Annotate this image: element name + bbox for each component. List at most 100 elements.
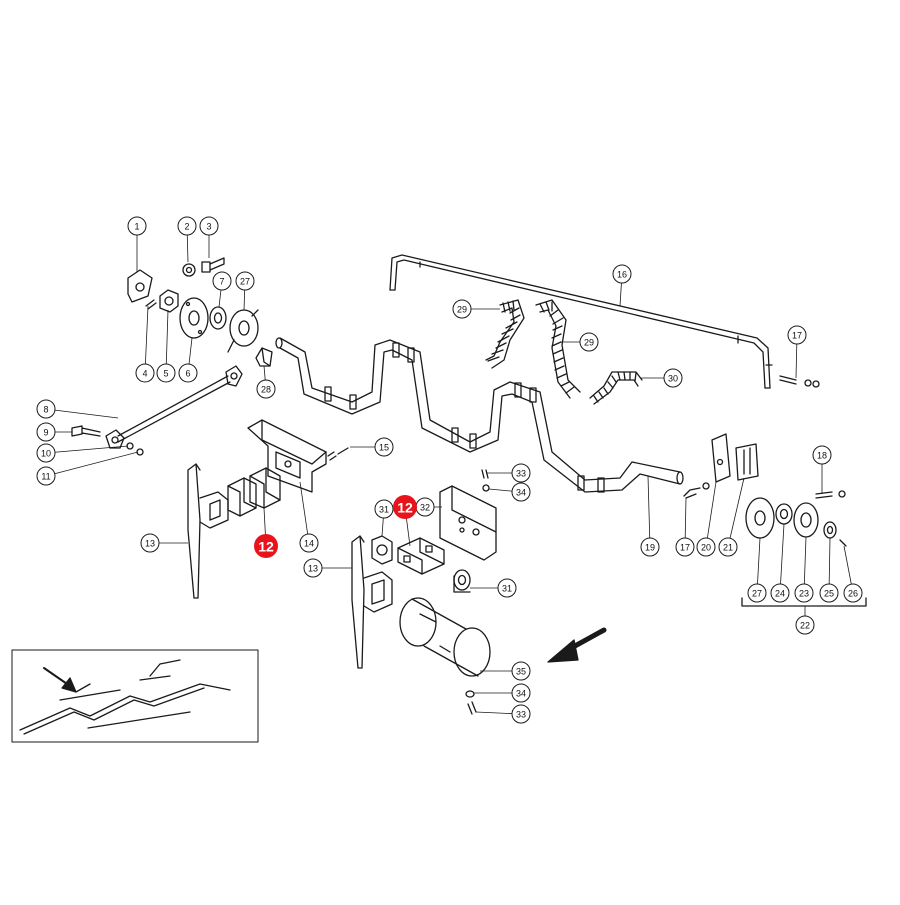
callout-label: 25 bbox=[824, 589, 834, 599]
guide-block-12-left bbox=[227, 467, 281, 517]
callout-label: 32 bbox=[420, 503, 430, 513]
part-callout-27: 27 bbox=[747, 583, 767, 603]
part-callout-31: 31 bbox=[497, 578, 517, 598]
callout-label: 31 bbox=[379, 505, 389, 515]
screw-part-4 bbox=[145, 299, 157, 310]
callout-circle bbox=[612, 264, 632, 284]
highlighted-callout-12: 12 bbox=[254, 534, 278, 558]
callout-label: 33 bbox=[516, 469, 526, 479]
part-callout-11: 11 bbox=[36, 466, 56, 486]
nut-part-5 bbox=[159, 289, 179, 313]
callout-label: 9 bbox=[43, 428, 48, 438]
callout-circle bbox=[511, 482, 531, 502]
callout-label: 11 bbox=[41, 472, 50, 482]
part-callout-17: 17 bbox=[675, 537, 695, 557]
leader-line bbox=[705, 481, 717, 548]
callout-label: 31 bbox=[502, 584, 512, 594]
callout-circle bbox=[511, 661, 531, 681]
callout-label: 20 bbox=[701, 543, 711, 553]
clip-part-1 bbox=[127, 269, 153, 303]
flange-bearing-23 bbox=[793, 502, 819, 538]
callout-circle bbox=[675, 537, 695, 557]
callout-label: 18 bbox=[817, 451, 827, 461]
callout-label: 16 bbox=[617, 270, 627, 280]
callout-circle bbox=[497, 578, 517, 598]
callout-label: 29 bbox=[584, 338, 594, 348]
part-callout-2: 2 bbox=[177, 216, 197, 236]
callout-label: 14 bbox=[304, 539, 314, 549]
callout-circle bbox=[140, 533, 160, 553]
leader-line bbox=[144, 305, 149, 374]
callout-circle bbox=[374, 499, 394, 519]
leader-line bbox=[165, 309, 169, 374]
part-callout-25: 25 bbox=[819, 583, 839, 603]
callout-circle bbox=[795, 615, 815, 635]
part-callout-30: 30 bbox=[663, 368, 683, 388]
callout-circle bbox=[640, 537, 660, 557]
highlight-circle bbox=[393, 495, 417, 519]
part-callout-13: 13 bbox=[303, 558, 323, 578]
bearing-part-24 bbox=[775, 503, 793, 525]
part-callout-27: 27 bbox=[235, 271, 255, 291]
callout-circle bbox=[770, 583, 790, 603]
washer-part-34-lower bbox=[465, 690, 475, 698]
screw-part-33-upper bbox=[481, 469, 489, 479]
part-callout-31: 31 bbox=[374, 499, 394, 519]
part-callout-22: 22 bbox=[795, 615, 815, 635]
callout-circle bbox=[299, 533, 319, 553]
callout-circle bbox=[843, 583, 863, 603]
callout-label: 2 bbox=[184, 222, 189, 232]
bolt-part-17-right-top bbox=[779, 375, 820, 388]
callout-label: 28 bbox=[261, 385, 271, 395]
callout-circle bbox=[256, 379, 276, 399]
part-callout-7: 7 bbox=[212, 271, 232, 291]
callout-label: 17 bbox=[680, 543, 690, 553]
part-callout-17: 17 bbox=[787, 325, 807, 345]
main-tube-19 bbox=[275, 337, 684, 493]
leader-line bbox=[45, 451, 139, 477]
part-callout-10: 10 bbox=[36, 443, 56, 463]
part-callout-28: 28 bbox=[256, 379, 276, 399]
callout-circle bbox=[663, 368, 683, 388]
part-callout-32: 32 bbox=[415, 497, 435, 517]
callout-circle bbox=[747, 583, 767, 603]
drum-part-35 bbox=[399, 597, 491, 677]
callout-circle bbox=[696, 537, 716, 557]
part-callout-20: 20 bbox=[696, 537, 716, 557]
direction-arrow-icon bbox=[547, 627, 607, 663]
part-callout-33: 33 bbox=[511, 704, 531, 724]
leader-line bbox=[727, 477, 745, 548]
leader-line bbox=[779, 523, 785, 594]
bracket-plate-14 bbox=[247, 419, 327, 493]
screw-part-26 bbox=[839, 539, 847, 547]
callout-circle bbox=[212, 271, 232, 291]
callout-circle bbox=[235, 271, 255, 291]
callout-circle bbox=[452, 299, 472, 319]
screw-part-15 bbox=[327, 447, 349, 461]
callout-circle bbox=[36, 422, 56, 442]
callout-label: 8 bbox=[43, 405, 48, 415]
callout-label: 33 bbox=[516, 710, 526, 720]
bolt-part-18 bbox=[815, 490, 846, 499]
callout-label: 34 bbox=[516, 689, 526, 699]
washer-part-2 bbox=[182, 263, 196, 277]
part-callout-3: 3 bbox=[199, 216, 219, 236]
flange-part-27-right bbox=[745, 497, 775, 539]
callout-circle bbox=[579, 332, 599, 352]
ring-part-31-right bbox=[453, 569, 471, 593]
highlighted-callout-12: 12 bbox=[393, 495, 417, 519]
flange-plate-6 bbox=[179, 297, 209, 339]
leader-line bbox=[647, 475, 651, 548]
callout-circle bbox=[812, 445, 832, 465]
inset-detail-view bbox=[11, 649, 259, 743]
callout-label: 30 bbox=[668, 374, 678, 384]
bolt-part-9 bbox=[71, 425, 101, 437]
part-callout-29: 29 bbox=[452, 299, 472, 319]
part-callout-1: 1 bbox=[127, 216, 147, 236]
callout-label: 15 bbox=[379, 443, 389, 453]
callout-label: 23 bbox=[799, 589, 809, 599]
highlight-label: 12 bbox=[258, 539, 274, 555]
part-callout-23: 23 bbox=[794, 583, 814, 603]
callout-label: 13 bbox=[308, 564, 318, 574]
